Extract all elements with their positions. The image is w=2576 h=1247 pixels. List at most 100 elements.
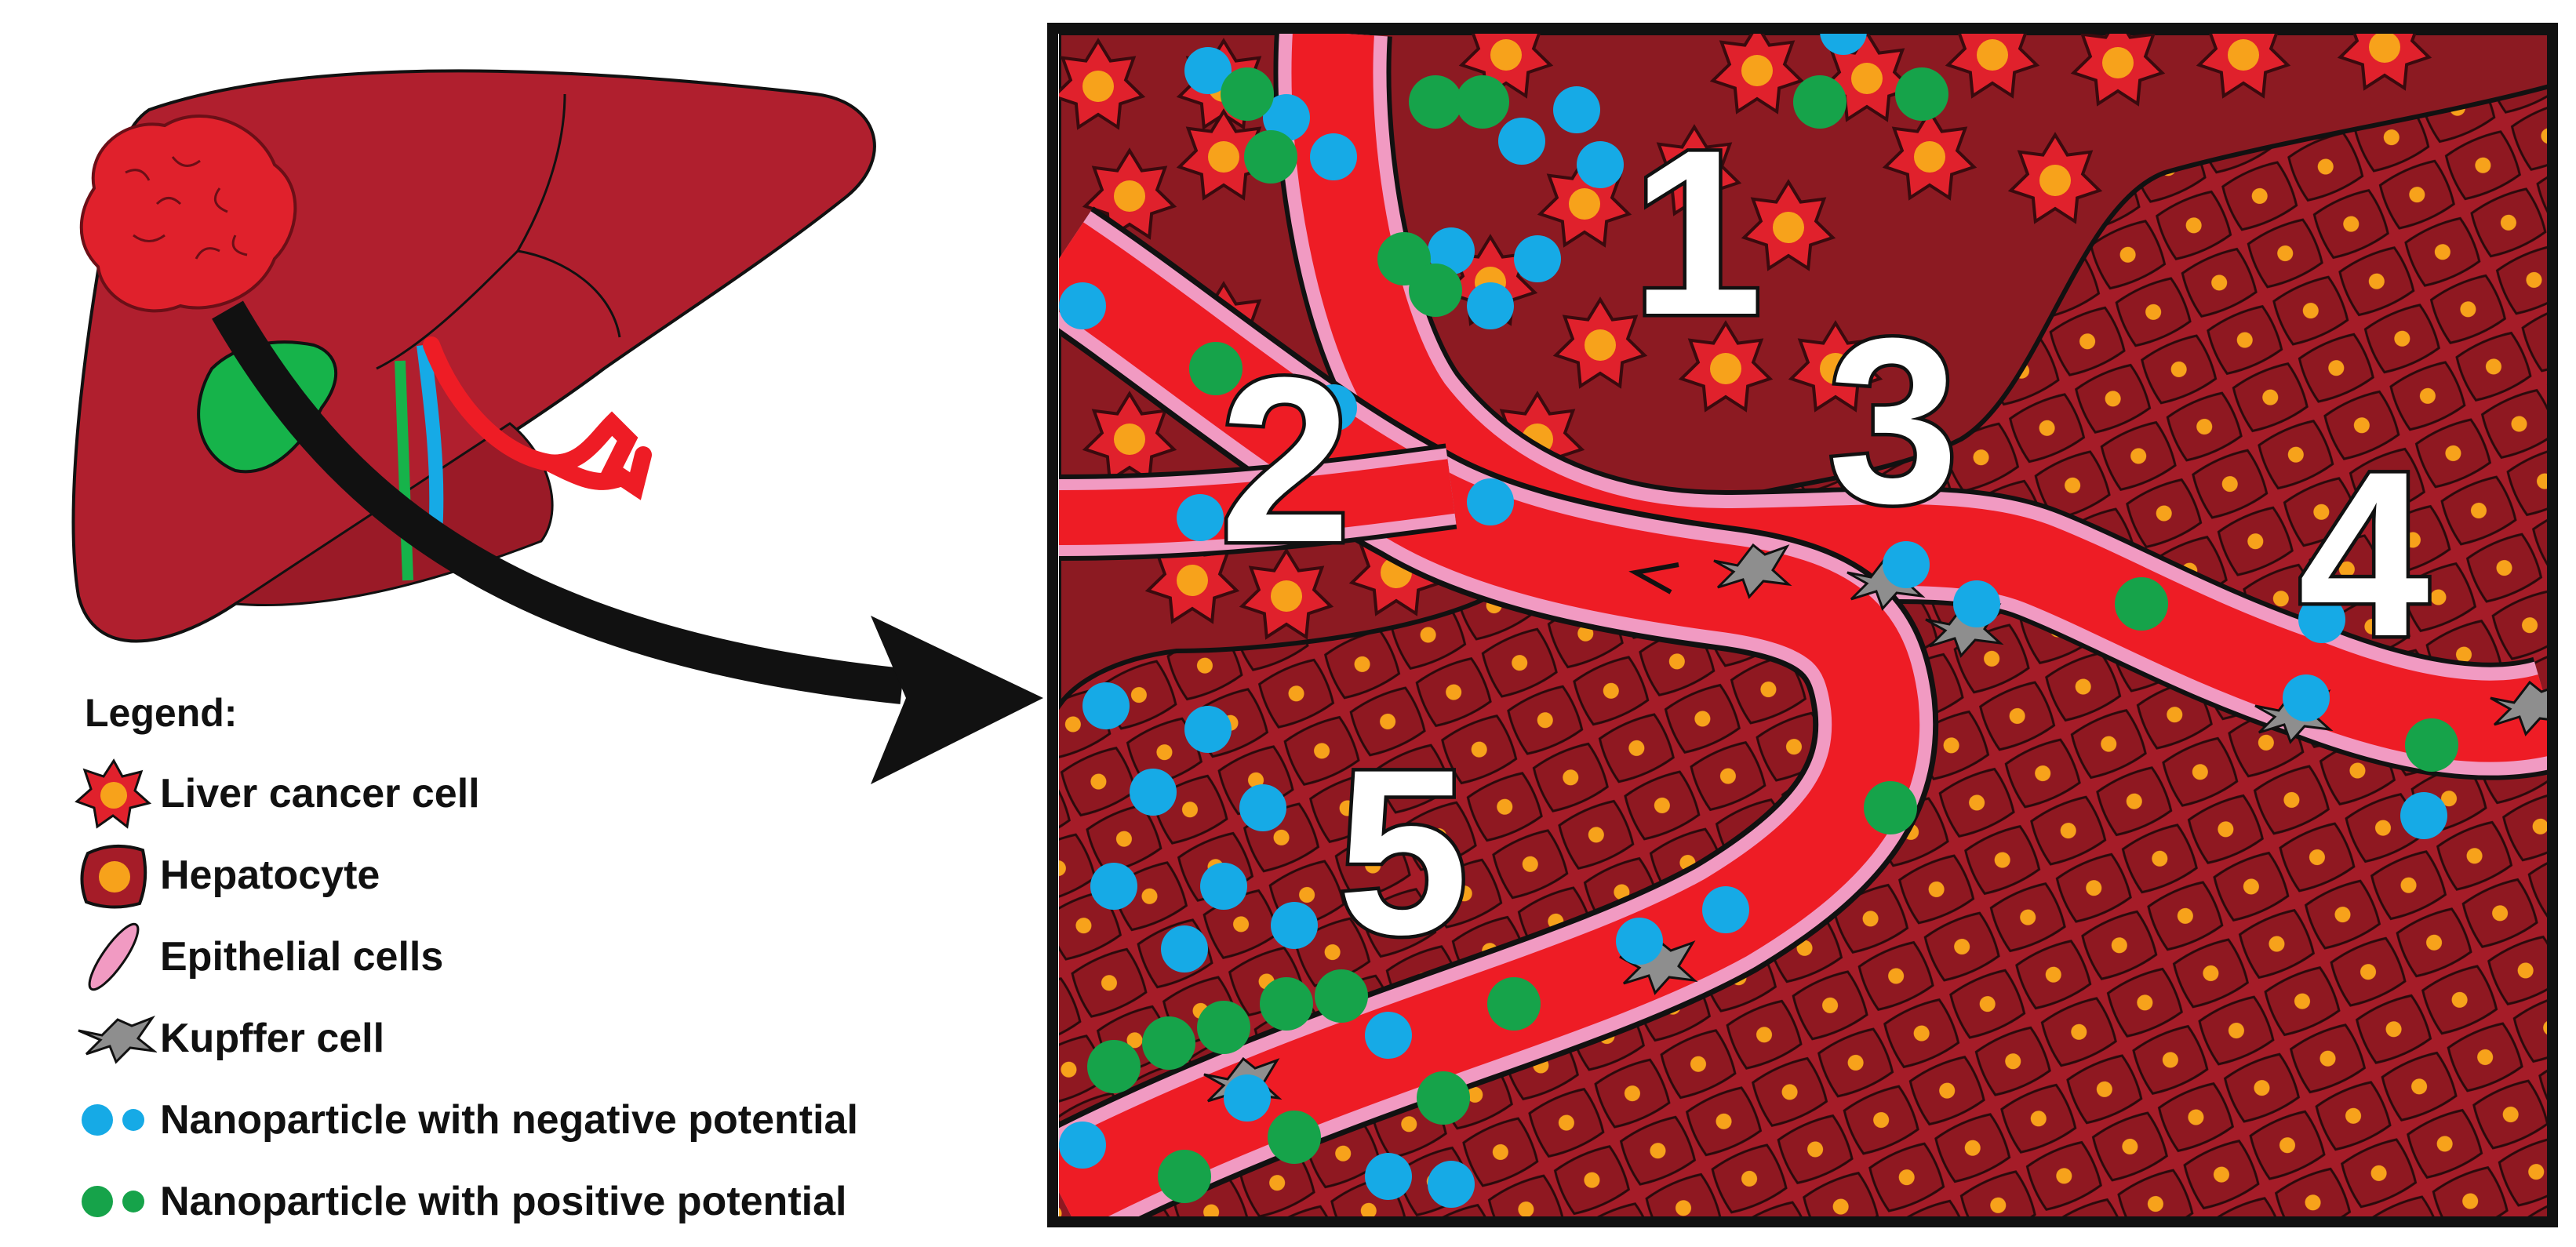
liver-lobe-line-2	[376, 249, 519, 370]
cancer-cell-nucleus	[2102, 47, 2134, 78]
legend-item-epithelial-cells: Epithelial cells	[71, 916, 1012, 998]
cancer-cell-nucleus	[1710, 353, 1741, 384]
negative-nanoparticle	[1428, 227, 1475, 274]
negative-nanoparticle	[1200, 863, 1247, 910]
hepatic-artery	[423, 336, 652, 500]
legend-item-negative-nanoparticle: Nanoparticle with negative potential	[71, 1079, 1012, 1161]
cancer-cell-nucleus	[1114, 424, 1145, 455]
region-label-3: 3	[1828, 289, 1959, 552]
negative-nanoparticle	[1467, 478, 1514, 525]
negative-nanoparticle	[1310, 133, 1357, 180]
positive-nanoparticle-icon	[82, 1186, 144, 1217]
cancer-cell-nucleus	[1082, 71, 1114, 102]
positive-nanoparticle	[1260, 977, 1313, 1031]
positive-nanoparticle	[1189, 342, 1243, 395]
positive-nanoparticle	[1244, 130, 1297, 184]
negative-nanoparticle	[1184, 706, 1232, 753]
negative-nanoparticle-icon	[82, 1104, 144, 1136]
zoom-panel-border	[1047, 23, 2558, 1227]
negative-nanoparticle	[1263, 94, 1310, 141]
tumor-mass	[79, 115, 297, 313]
positive-nanoparticle	[1268, 1111, 1321, 1164]
positive-nanoparticle	[1315, 969, 1368, 1023]
cancer-cell-nucleus	[1820, 353, 1851, 384]
legend-item-hepatocyte: Hepatocyte	[71, 834, 1012, 916]
negative-nanoparticle	[1059, 1122, 1106, 1169]
legend-item-kupffer-cell: Kupffer cell	[71, 998, 1012, 1079]
negative-nanoparticle	[2298, 596, 2345, 643]
negative-nanoparticle	[1271, 902, 1318, 949]
negative-nanoparticle	[1161, 925, 1208, 973]
flow-arrow	[1628, 562, 1679, 594]
region-label-1: 1	[1632, 100, 1763, 364]
cancer-cell-nucleus	[1851, 63, 1883, 94]
negative-nanoparticle	[1428, 1161, 1475, 1208]
kupffer-cell-icon	[78, 1015, 157, 1064]
legend-item-positive-nanoparticle: Nanoparticle with positive potential	[71, 1161, 1012, 1242]
liver-cancer-cell-icon	[75, 758, 152, 829]
negative-nanoparticle	[1514, 235, 1561, 282]
negative-nanoparticle	[1082, 682, 1130, 729]
negative-nanoparticle	[1883, 541, 1930, 588]
cancer-cell-nucleus	[2369, 33, 2400, 63]
tumor-texture	[125, 156, 248, 260]
legend: Legend: Liver cancer cell Hepatocyte Epi…	[71, 690, 1012, 1242]
positive-nanoparticle	[1158, 1150, 1211, 1203]
negative-nanoparticle	[1820, 33, 1867, 55]
cancer-cell-nucleus	[2228, 39, 2259, 71]
positive-nanoparticle	[1487, 977, 1541, 1031]
positive-nanoparticle	[1793, 75, 1846, 129]
liver-lobe-line	[515, 93, 621, 338]
negative-nanoparticle	[2283, 674, 2330, 722]
cancer-cell-nucleus	[1177, 565, 1208, 596]
legend-label: Hepatocyte	[160, 853, 380, 898]
legend-item-liver-cancer-cell: Liver cancer cell	[71, 753, 1012, 834]
kupffer-cell	[2490, 680, 2549, 736]
negative-nanoparticle	[1059, 282, 1106, 329]
cancer-cell-nucleus	[1569, 188, 1600, 220]
kupffer-cell	[1713, 543, 1792, 599]
region-label-2: 2	[1220, 328, 1351, 591]
negative-nanoparticle	[1239, 784, 1286, 831]
cancer-cell-nucleus	[1679, 157, 1710, 188]
negative-nanoparticle	[2400, 792, 2447, 839]
negative-nanoparticle	[1310, 384, 1357, 431]
positive-nanoparticle	[1456, 75, 1509, 129]
cancer-cell-nucleus	[1585, 329, 1616, 361]
negative-nanoparticle	[1577, 141, 1624, 188]
cancer-cell-nucleus	[1271, 580, 1302, 612]
portal-vein	[417, 344, 444, 534]
legend-label: Nanoparticle with positive potential	[160, 1179, 847, 1224]
positive-nanoparticle	[1409, 75, 1462, 129]
positive-nanoparticle	[1197, 1001, 1250, 1054]
nanoparticle-group	[1059, 33, 2458, 1208]
cancer-cell-nucleus	[2039, 165, 2071, 196]
cancer-cell-nucleus	[1208, 141, 1239, 173]
negative-nanoparticle	[1130, 769, 1177, 816]
region-label-5: 5	[1337, 720, 1468, 983]
negative-nanoparticle	[1090, 863, 1137, 910]
cancer-cell-nucleus	[1741, 55, 1773, 86]
tissue-zoom-panel: 1 2 3 4 5	[1047, 23, 2558, 1227]
negative-nanoparticle	[1365, 1153, 1412, 1200]
cancer-cell-nucleus	[1114, 180, 1145, 212]
positive-nanoparticle	[1417, 1071, 1470, 1125]
legend-label: Nanoparticle with negative potential	[160, 1097, 858, 1143]
legend-label: Liver cancer cell	[160, 771, 480, 816]
positive-nanoparticle	[2405, 718, 2458, 772]
positive-nanoparticle	[1864, 781, 1917, 834]
legend-title: Legend:	[85, 691, 238, 735]
positive-nanoparticle	[1087, 1040, 1141, 1093]
bile-duct	[395, 360, 413, 581]
legend-label: Kupffer cell	[160, 1016, 385, 1061]
epithelial-cell-icon	[88, 922, 140, 991]
positive-nanoparticle	[1895, 67, 1948, 121]
legend-label: Epithelial cells	[160, 934, 444, 980]
negative-nanoparticle	[1702, 886, 1749, 933]
hepatocyte-icon	[80, 844, 147, 909]
negative-nanoparticle	[1498, 118, 1545, 165]
negative-nanoparticle	[1953, 580, 2000, 627]
negative-nanoparticle	[1177, 494, 1224, 541]
negative-nanoparticle	[1467, 282, 1514, 329]
